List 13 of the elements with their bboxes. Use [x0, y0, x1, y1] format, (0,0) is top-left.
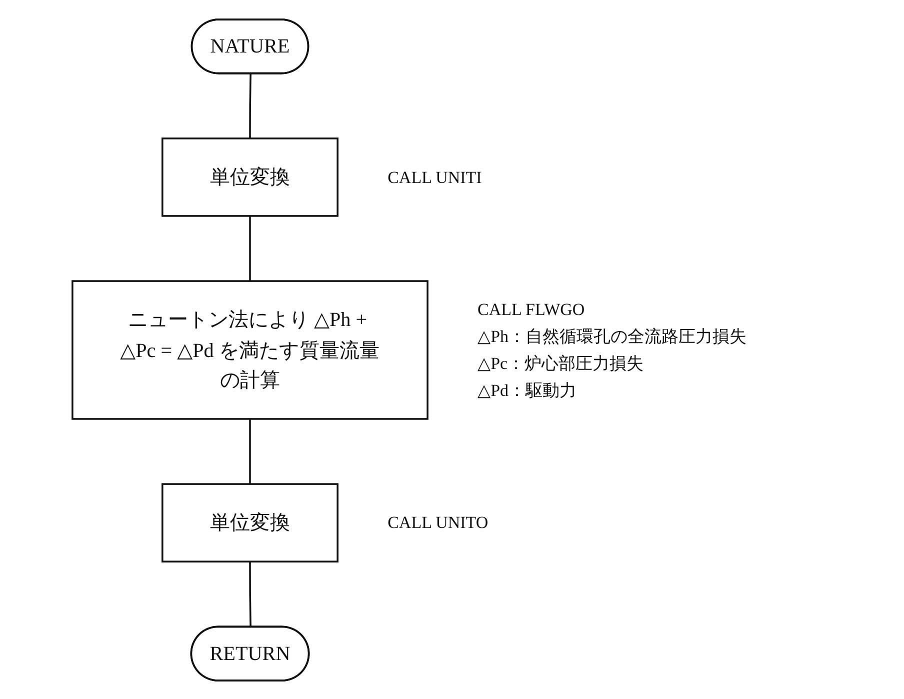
note-text: CALL UNITO — [388, 512, 488, 534]
node-box: ニュートン法により △Ph + △Pc = △Pd を満たす質量流量の計算 — [72, 280, 428, 420]
connector — [249, 562, 252, 628]
note-text: CALL FLWGO — [478, 298, 586, 320]
note-text: △Ph：自然循環孔の全流路圧力損失 — [478, 326, 747, 348]
connector — [249, 418, 251, 484]
connector — [249, 74, 252, 138]
note-text: △Pc：炉心部圧力損失 — [478, 352, 645, 375]
note-text: CALL UNITI — [388, 166, 482, 189]
connector — [249, 216, 251, 282]
node-box: 単位変換 — [162, 138, 338, 217]
note-text: △Pd：駆動力 — [478, 380, 578, 402]
node-box: 単位変換 — [162, 483, 338, 562]
